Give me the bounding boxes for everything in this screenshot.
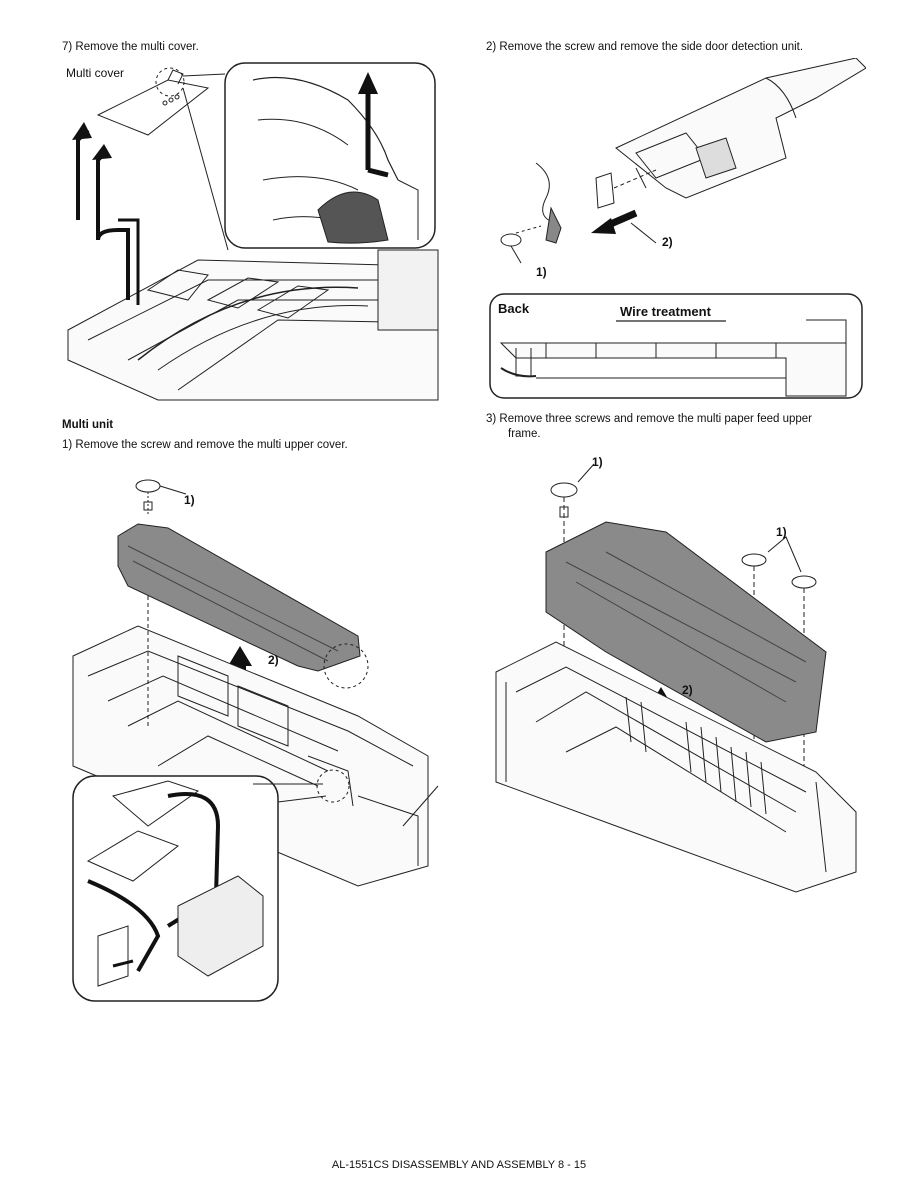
section-title-multi-unit: Multi unit	[62, 419, 114, 431]
wire-treatment-label: Wire treatment	[620, 304, 712, 319]
fig4-callout-2: 2)	[682, 683, 693, 697]
figure-multi-paper-feed-upper-frame: 1) 1) 2)	[495, 455, 857, 893]
figure-multi-upper-cover: 1) 2)	[72, 479, 439, 1002]
figure-side-door-detection-unit: 1) 2) Back Wire treatment	[489, 58, 866, 399]
back-label: Back	[498, 301, 530, 316]
multi-cover-label: Multi cover	[66, 66, 124, 80]
fig4-callout-1a: 1)	[592, 455, 603, 469]
figure-multi-cover-removal: Multi cover	[66, 62, 439, 401]
fig2-callout-2: 2)	[268, 653, 279, 667]
step-7-text: 7) Remove the multi cover.	[62, 41, 199, 53]
step-1-text: 1) Remove the screw and remove the multi…	[62, 439, 348, 451]
fig4-callout-1b: 1)	[776, 525, 787, 539]
step-2-text: 2) Remove the screw and remove the side …	[486, 41, 804, 53]
fig3-callout-1: 1)	[536, 265, 547, 279]
page-footer: AL-1551CS DISASSEMBLY AND ASSEMBLY 8 - 1…	[331, 1159, 587, 1171]
step-3-text-line2: frame.	[508, 428, 541, 440]
step-3-text-line1: 3) Remove three screws and remove the mu…	[486, 413, 812, 425]
fig2-callout-1: 1)	[184, 493, 195, 507]
fig3-callout-2: 2)	[662, 235, 673, 249]
